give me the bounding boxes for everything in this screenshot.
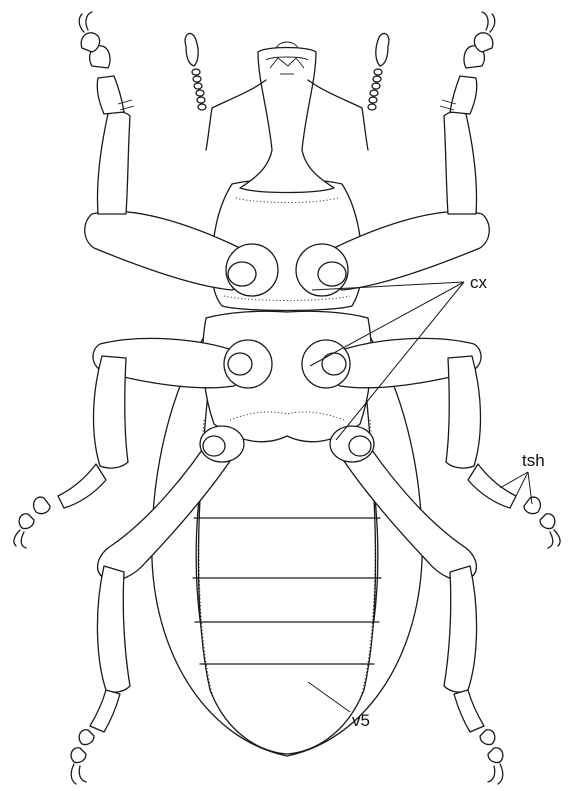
label-v5: v5 bbox=[352, 711, 370, 730]
label-cx: cx bbox=[470, 273, 488, 292]
antenna-right bbox=[308, 33, 389, 150]
front-leg-left bbox=[79, 12, 245, 290]
label-tsh: tsh bbox=[522, 451, 545, 470]
antenna-left bbox=[185, 33, 266, 150]
rostrum bbox=[240, 42, 334, 193]
front-leg-right bbox=[328, 12, 494, 290]
